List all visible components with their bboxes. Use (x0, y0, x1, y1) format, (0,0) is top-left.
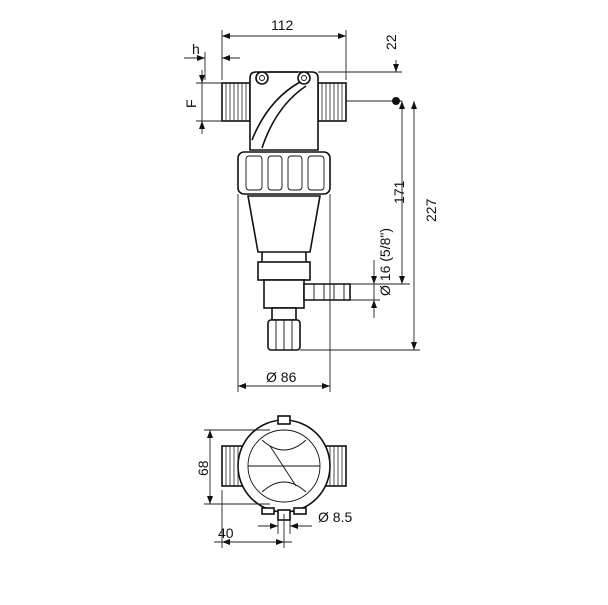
drain-stem (263, 279, 305, 321)
dim-68-label: 68 (195, 460, 211, 476)
dim-86-label: Ø 86 (266, 369, 297, 385)
front-view (221, 71, 351, 351)
ring-nut (237, 151, 331, 195)
plan-dimensions: 68 40 Ø 8.5 (195, 429, 352, 548)
drain-knob (267, 319, 301, 351)
left-thread-connector (221, 82, 251, 122)
dim-22-label: 22 (383, 34, 399, 50)
dim-171-label: 171 (391, 180, 407, 204)
dim-8-5-label: Ø 8.5 (318, 509, 352, 525)
plan-view (221, 415, 347, 521)
dim-h-label: h (192, 41, 200, 57)
front-dimensions: 112 h F 22 171 227 (183, 17, 439, 392)
dim-f-label: F (183, 99, 199, 108)
right-thread-connector (317, 82, 347, 122)
filter-bowl (247, 195, 321, 281)
dim-40-label: 40 (218, 525, 234, 541)
dim-227-label: 227 (423, 198, 439, 222)
dim-112-label: 112 (271, 17, 294, 33)
hose-barb (303, 283, 351, 301)
filter-head (249, 71, 319, 151)
dim-hose-label: Ø 16 (5/8") (377, 228, 393, 296)
